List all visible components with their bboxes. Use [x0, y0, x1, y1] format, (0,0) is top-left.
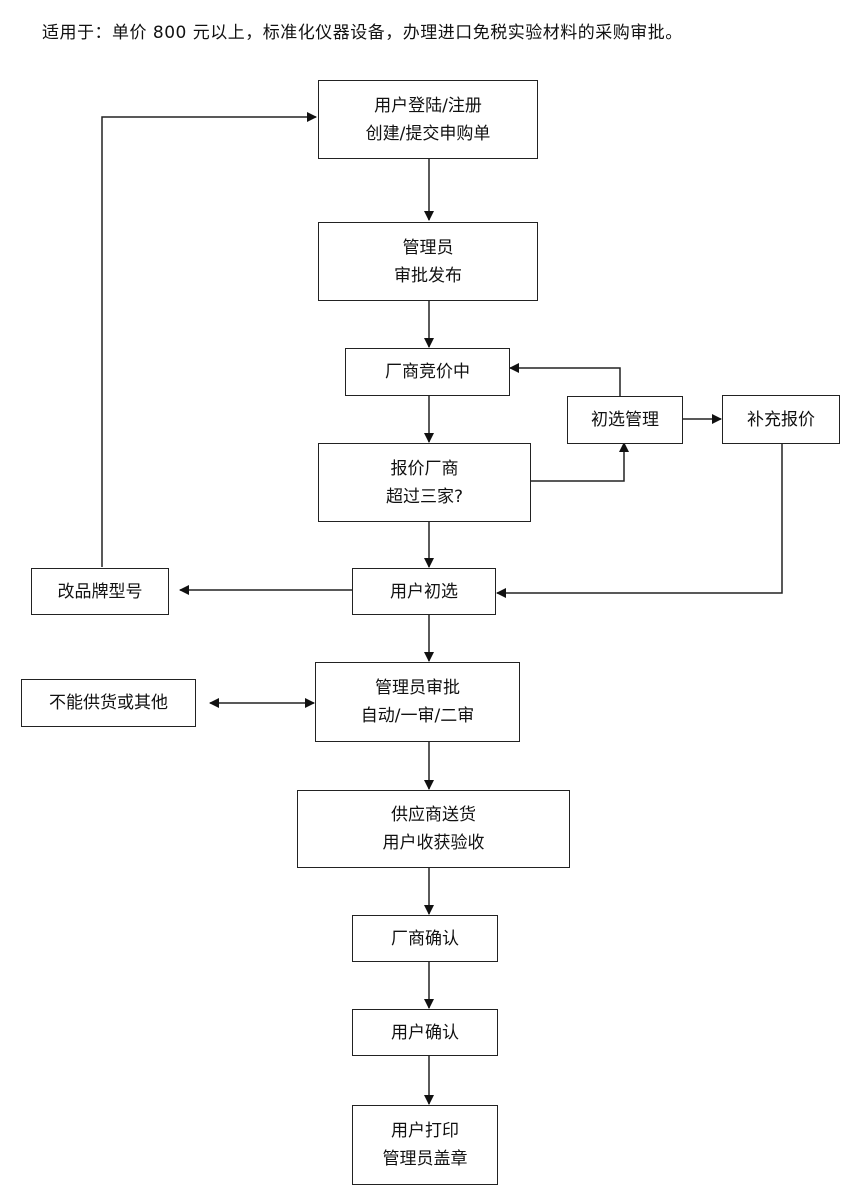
node-admin-approve-line-1: 管理员审批	[375, 678, 460, 698]
diagram-caption: 适用于：单价 800 元以上，标准化仪器设备，办理进口免税实验材料的采购审批。	[42, 23, 683, 43]
node-quote-check-line-2: 超过三家?	[385, 486, 464, 507]
node-admin-approve: 管理员审批 自动/一审/二审	[315, 662, 520, 742]
node-user-prelim: 用户初选	[352, 568, 496, 615]
node-user-confirm: 用户确认	[352, 1009, 498, 1056]
edge-supplement-to-user-prelim	[496, 443, 783, 598]
edge-prelim-manage-to-bidding	[509, 363, 621, 396]
node-vendor-confirm: 厂商确认	[352, 915, 498, 962]
node-cannot-supply-line-1: 不能供货或其他	[49, 693, 168, 713]
node-admin-approve-line-2: 自动/一审/二审	[360, 706, 475, 726]
node-prelim-manage-line-1: 初选管理	[591, 410, 659, 430]
node-bidding-line-1: 厂商竞价中	[385, 362, 470, 382]
node-cannot-supply: 不能供货或其他	[21, 679, 196, 727]
edge-quote-check-to-prelim-manage	[531, 442, 629, 482]
node-quote-check: 报价厂商 超过三家?	[318, 443, 531, 522]
node-delivery-line-1: 供应商送货	[391, 805, 476, 825]
node-register-line-2: 创建/提交申购单	[365, 123, 491, 144]
node-vendor-confirm-line-1: 厂商确认	[391, 928, 459, 949]
node-bidding: 厂商竞价中	[345, 348, 510, 396]
node-change-brand: 改品牌型号	[31, 568, 169, 615]
node-delivery-line-2: 用户收获验收	[382, 833, 485, 853]
node-prelim-manage: 初选管理	[567, 396, 683, 444]
node-supplement-quote-line-1: 补充报价	[747, 409, 815, 430]
node-change-brand-line-1: 改品牌型号	[57, 581, 143, 602]
node-register: 用户登陆/注册 创建/提交申购单	[318, 80, 538, 159]
node-register-line-1: 用户登陆/注册	[374, 95, 482, 116]
node-user-confirm-line-1: 用户确认	[391, 1022, 459, 1043]
node-delivery: 供应商送货 用户收获验收	[297, 790, 570, 868]
node-admin-publish-line-2: 审批发布	[394, 265, 462, 286]
node-supplement-quote: 补充报价	[722, 395, 840, 444]
node-admin-publish: 管理员 审批发布	[318, 222, 538, 301]
edge-change-brand-to-register	[101, 112, 317, 567]
node-quote-check-line-1: 报价厂商	[390, 458, 459, 479]
node-user-prelim-line-1: 用户初选	[390, 581, 458, 602]
node-print-stamp-line-2: 管理员盖章	[382, 1149, 468, 1169]
node-print-stamp-line-1: 用户打印	[391, 1121, 459, 1141]
node-print-stamp: 用户打印 管理员盖章	[352, 1105, 498, 1185]
node-admin-publish-line-1: 管理员	[402, 237, 454, 258]
